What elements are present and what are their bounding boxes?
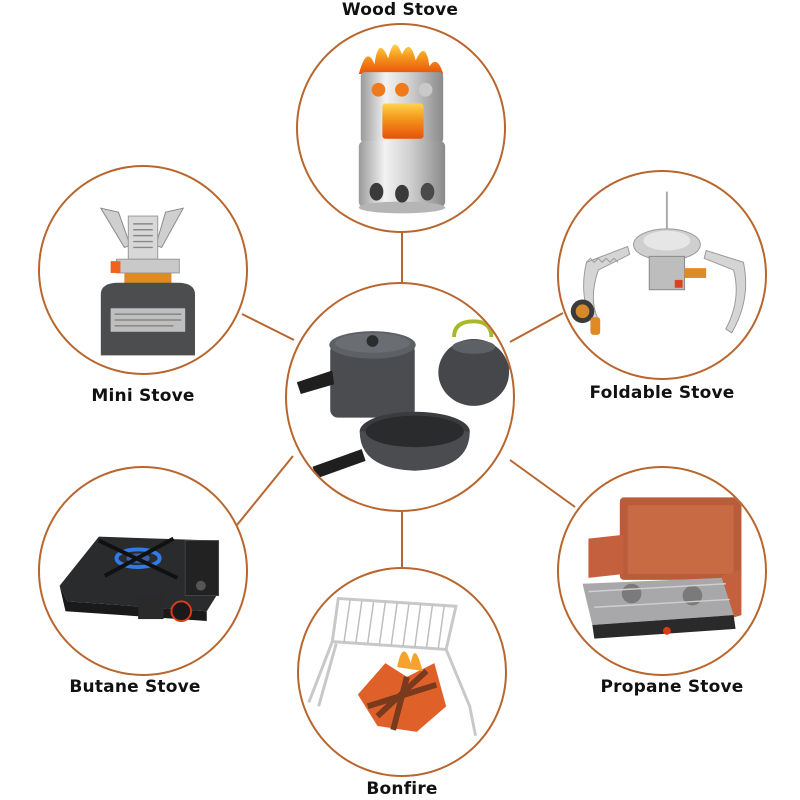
label-bonfire: Bonfire xyxy=(366,779,438,799)
node-butane-stove xyxy=(38,466,248,676)
node-wood-stove xyxy=(296,23,506,233)
label-butane-stove: Butane Stove xyxy=(69,677,201,697)
mini-stove-icon xyxy=(99,207,195,356)
node-foldable-stove xyxy=(557,170,767,380)
butane-stove-icon xyxy=(59,536,220,623)
node-center-cookware xyxy=(285,282,515,512)
bonfire-icon xyxy=(307,596,478,737)
connector-foldable-stove xyxy=(509,312,564,343)
node-mini-stove xyxy=(38,165,248,375)
connector-butane-stove xyxy=(236,455,294,526)
cookware-set-icon xyxy=(296,319,513,479)
label-foldable-stove: Foldable Stove xyxy=(589,383,735,403)
label-propane-stove: Propane Stove xyxy=(600,677,744,697)
label-mini-stove: Mini Stove xyxy=(91,386,195,406)
propane-stove-icon xyxy=(582,497,742,639)
node-propane-stove xyxy=(557,466,767,676)
wood-stove-icon xyxy=(358,44,446,214)
node-bonfire xyxy=(297,567,507,777)
connector-mini-stove xyxy=(241,313,295,341)
connector-propane-stove xyxy=(509,459,576,508)
foldable-stove-icon xyxy=(570,191,747,335)
label-wood-stove: Wood Stove xyxy=(341,0,459,20)
